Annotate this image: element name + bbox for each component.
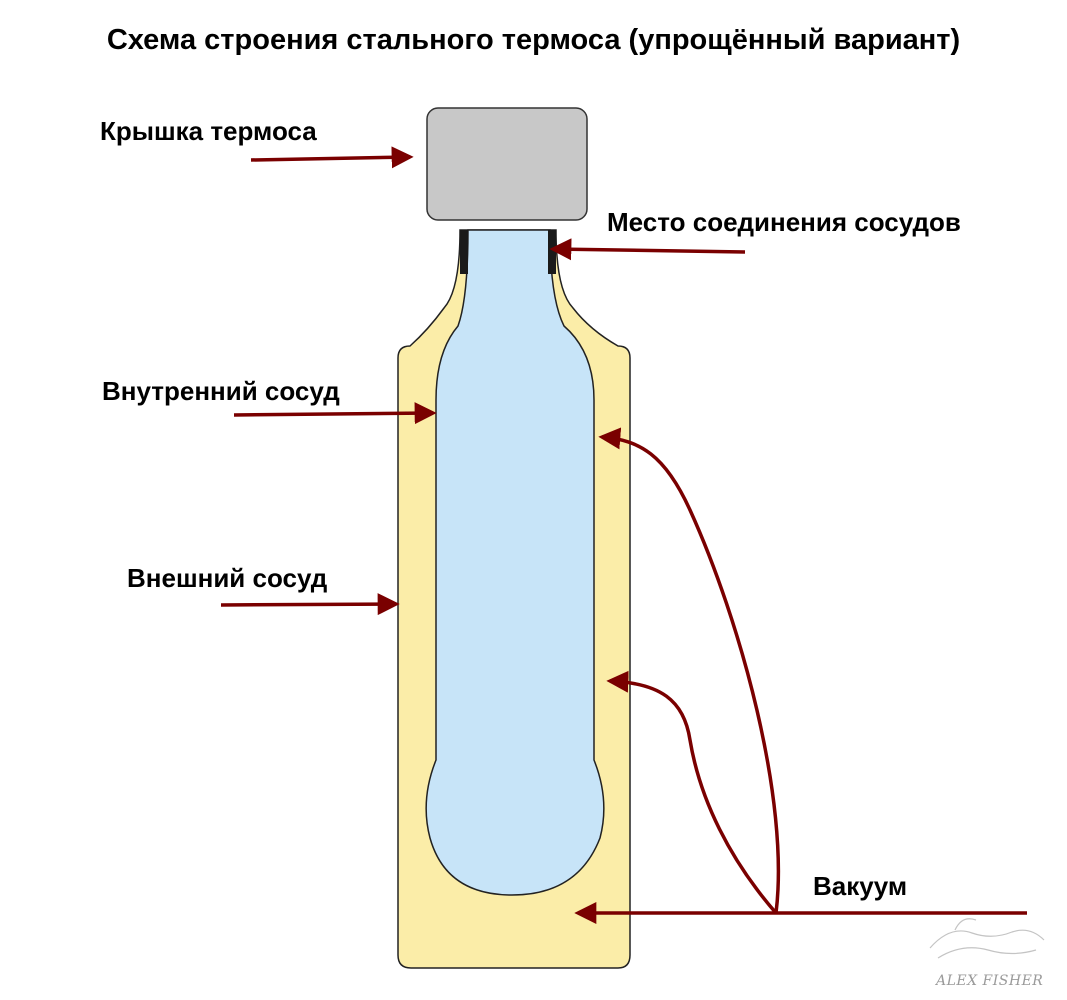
thermos-lid [426, 107, 588, 221]
inner-vessel [425, 229, 605, 896]
label-outer-vessel: Внешний сосуд [127, 563, 328, 593]
signature-sketch [929, 918, 1045, 959]
label-inner-vessel: Внутренний сосуд [102, 376, 340, 406]
label-joint: Место соединения сосудов [607, 207, 961, 237]
arrow-outer-vessel [220, 593, 400, 616]
diagram-title: Схема строения стального термоса (упрощё… [106, 24, 961, 56]
joint-seal-left [460, 230, 468, 274]
arrow-inner-vessel [233, 402, 437, 425]
arrow-vacuum-upper [598, 427, 781, 914]
joint-seal-right [548, 230, 556, 274]
arrow-vacuum-middle [606, 670, 778, 915]
author-signature: ALEX FISHER [936, 973, 1044, 989]
label-lid: Крышка термоса [100, 116, 317, 146]
label-vacuum: Вакуум [813, 871, 908, 901]
arrow-joint [549, 238, 746, 261]
arrow-lid [250, 146, 414, 169]
